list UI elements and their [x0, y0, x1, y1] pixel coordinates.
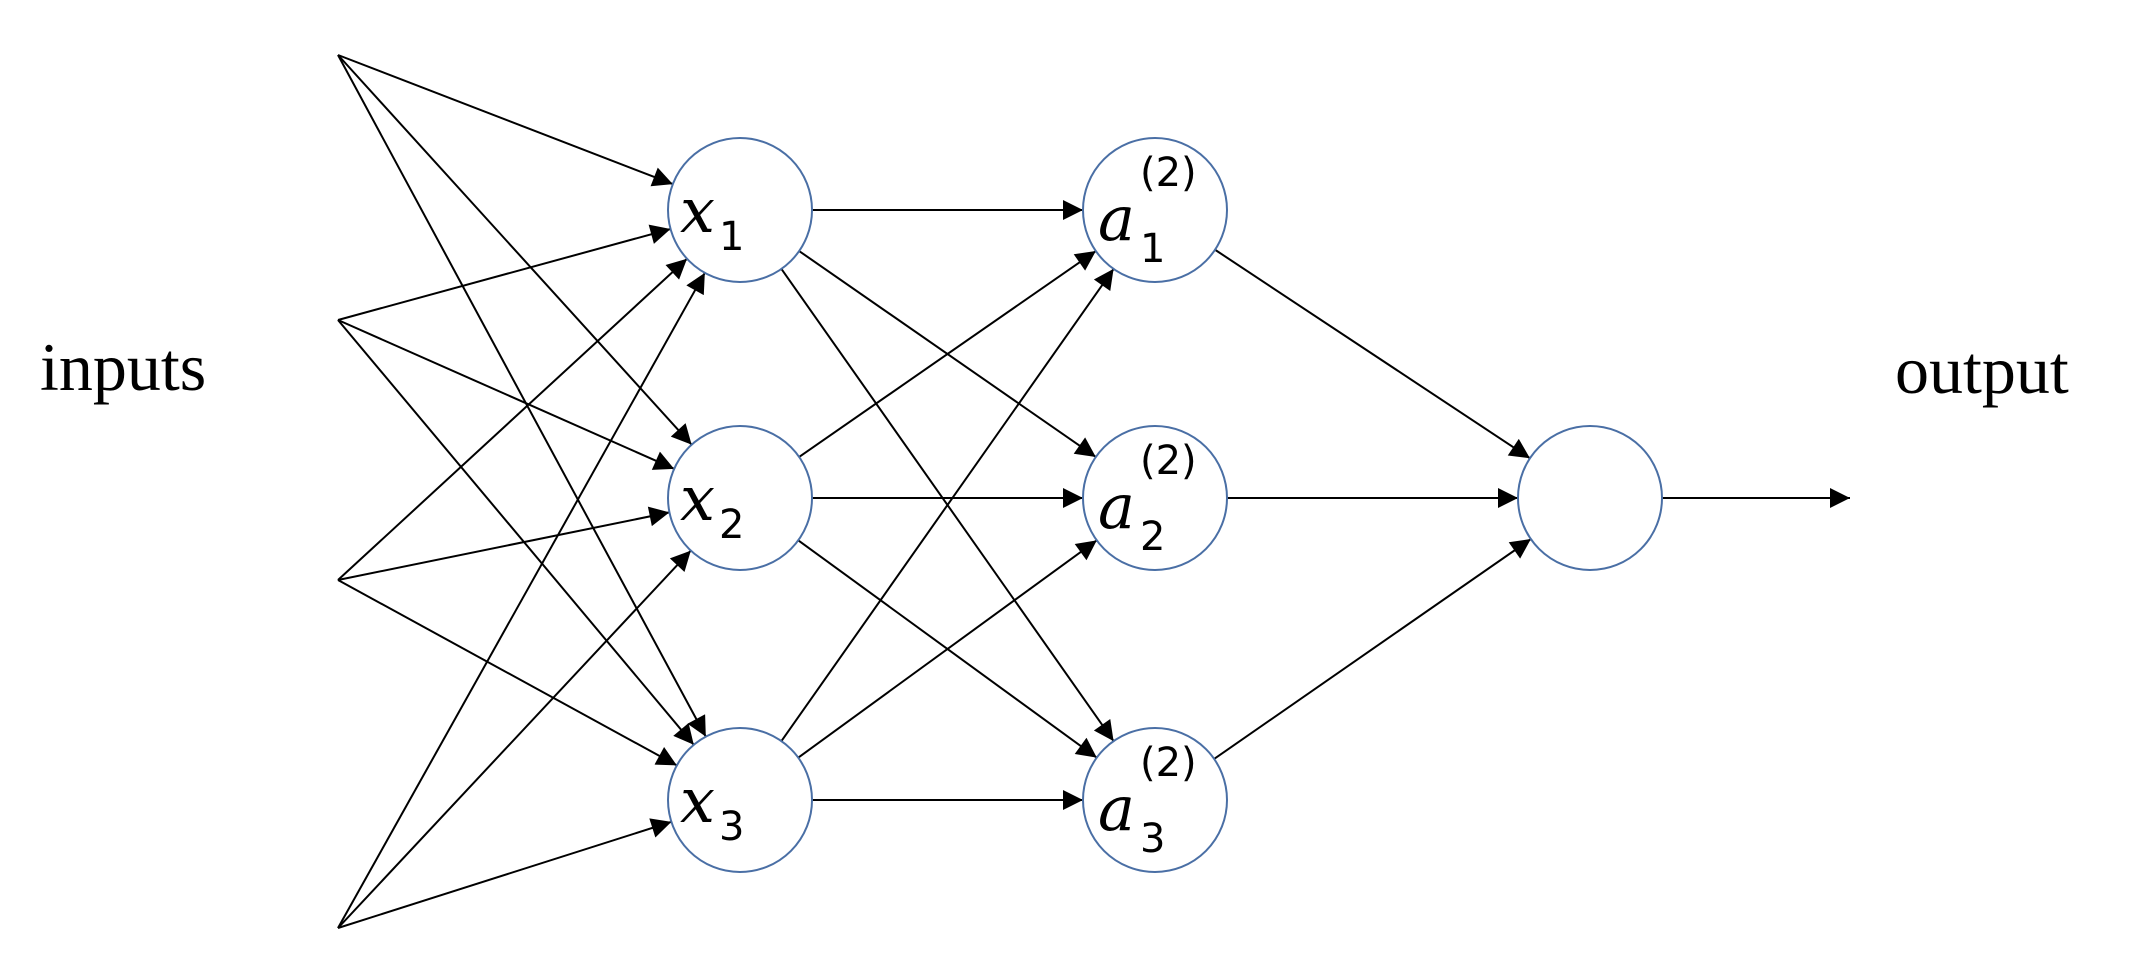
- hidden-node-1-sup: (2): [1140, 150, 1197, 196]
- hidden-node-3-label: a(2) 3: [1098, 740, 1197, 862]
- edge-in2-x3: [337, 319, 695, 746]
- hidden-node-3-sup: (2): [1140, 740, 1197, 786]
- hidden-node-1-sub: 1: [1140, 226, 1165, 272]
- hidden-node-1-var: a: [1098, 182, 1135, 255]
- input-node-1-var: x: [680, 174, 715, 247]
- hidden-node-3-sub: 3: [1140, 816, 1165, 862]
- edge-in3-x3: [337, 579, 678, 767]
- input-node-3: [667, 727, 813, 873]
- edge-in4-x3: [337, 818, 672, 929]
- input-node-3-var: x: [680, 764, 715, 837]
- edge-a3-out: [1213, 538, 1532, 760]
- hidden-node-2-sub: 2: [1140, 514, 1165, 560]
- input-node-2: [667, 425, 813, 571]
- edge-in4-x2: [337, 549, 692, 929]
- hidden-node-2-label: a(2) 2: [1098, 438, 1197, 560]
- network-nodes: [667, 137, 1663, 873]
- connection-edges: [337, 54, 1850, 929]
- inputs-label: inputs: [40, 329, 206, 405]
- edge-in4-x1: [337, 272, 706, 929]
- hidden-node-2: [1082, 425, 1228, 571]
- edge-x3-a1: [780, 268, 1115, 742]
- hidden-node-3: [1082, 727, 1228, 873]
- edge-in3-x2: [337, 506, 670, 581]
- edge-in1-x1: [337, 54, 674, 187]
- output-node: [1517, 425, 1663, 571]
- hidden-node-2-sup: (2): [1140, 438, 1197, 484]
- input-node-1-sub: 1: [719, 214, 744, 260]
- edge-in2-x2: [337, 319, 675, 470]
- edge-in1-x3: [337, 54, 707, 738]
- hidden-node-2-var: a: [1098, 470, 1135, 543]
- edge-in3-x1: [337, 258, 688, 581]
- input-node-3-sub: 3: [719, 804, 744, 850]
- edge-a1-out: [1214, 248, 1531, 460]
- edge-in2-x1: [337, 224, 671, 321]
- edge-in1-x2: [337, 54, 693, 446]
- input-node-1: [667, 137, 813, 283]
- edge-x3-a2: [797, 539, 1098, 759]
- input-node-2-var: x: [680, 462, 715, 535]
- hidden-node-3-var: a: [1098, 772, 1135, 845]
- output-label: output: [1895, 332, 2069, 408]
- input-node-2-sub: 2: [719, 502, 744, 548]
- hidden-node-1: [1082, 137, 1228, 283]
- edge-x2-a1: [798, 250, 1097, 458]
- hidden-node-1-label: a(2) 1: [1098, 150, 1197, 272]
